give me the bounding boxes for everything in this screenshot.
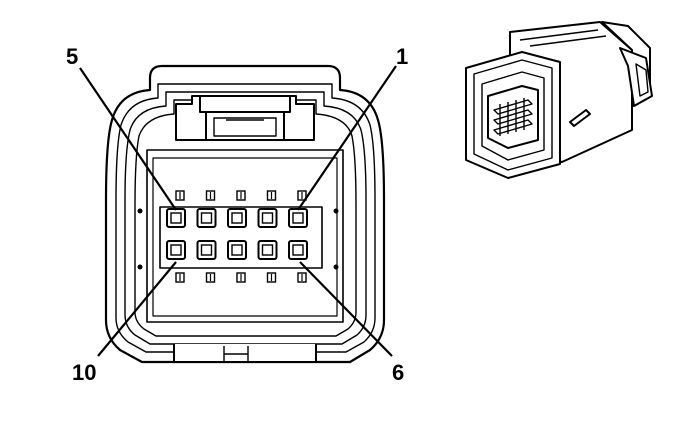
pin-cavity-opening bbox=[292, 212, 304, 224]
pin-cavity-opening bbox=[170, 244, 182, 256]
leader-pin-10 bbox=[97, 261, 177, 357]
pin-cavity-opening bbox=[231, 244, 243, 256]
pin-cavity-opening bbox=[231, 212, 243, 224]
pin-cavity-opening bbox=[200, 244, 213, 256]
label-pin-1: 1 bbox=[396, 44, 408, 69]
pin-cavity-opening bbox=[292, 244, 304, 256]
label-pin-6: 6 bbox=[392, 360, 404, 385]
latch bbox=[175, 95, 315, 141]
label-pin-10: 10 bbox=[72, 360, 96, 385]
pin-cavities bbox=[166, 208, 308, 260]
leader-pin-1 bbox=[297, 65, 397, 211]
leader-pin-5 bbox=[79, 67, 177, 211]
upper-terminal-windows bbox=[175, 190, 307, 201]
pin-cavity-opening bbox=[261, 212, 274, 224]
label-pin-5: 5 bbox=[66, 44, 78, 69]
lower-terminal-windows bbox=[175, 272, 307, 283]
leader-pin-6 bbox=[299, 261, 393, 357]
pin-cavity-opening bbox=[200, 212, 213, 224]
leader-lines bbox=[79, 65, 397, 357]
pin-cavity-opening bbox=[170, 212, 182, 224]
bottom-tab bbox=[173, 344, 317, 363]
pin-cavity-opening bbox=[261, 244, 274, 256]
connector-face-view bbox=[104, 64, 386, 364]
connector-isometric-view bbox=[465, 21, 653, 179]
